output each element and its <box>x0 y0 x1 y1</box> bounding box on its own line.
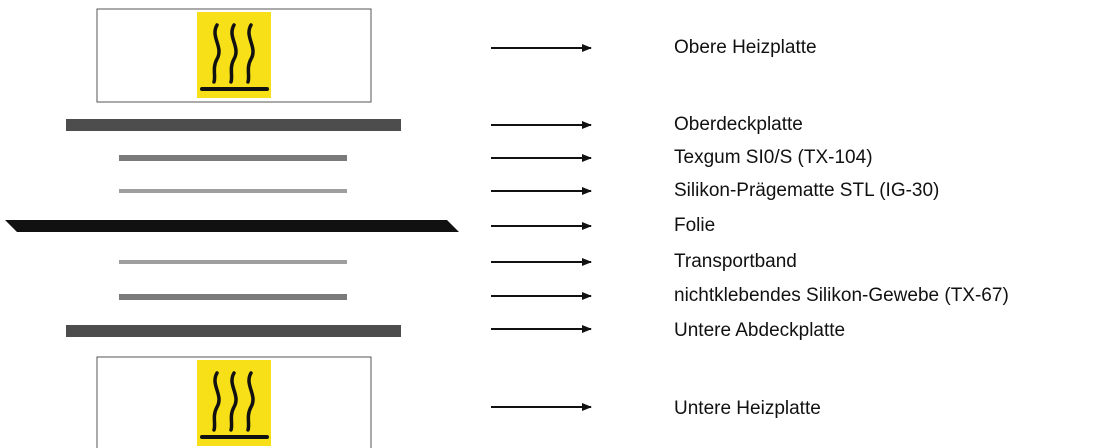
lower-heating-plate <box>96 356 372 448</box>
hot-surface-warning-icon <box>197 12 271 98</box>
label-oberdeckplatte: Oberdeckplatte <box>674 114 803 135</box>
label-folie: Folie <box>674 215 716 236</box>
texgum-bar <box>119 155 347 161</box>
silikon-praegematte-bar <box>119 189 347 193</box>
label-silikon-gewebe: nichtklebendes Silikon-Gewebe (TX-67) <box>674 285 1009 306</box>
oberdeckplatte-bar <box>66 119 401 131</box>
label-silikon-praegematte: Silikon-Prägematte STL (IG-30) <box>674 180 940 201</box>
label-transportband: Transportband <box>674 251 797 272</box>
label-obere-heizplatte: Obere Heizplatte <box>674 37 817 58</box>
hot-surface-warning-icon <box>197 360 271 446</box>
transportband-bar <box>119 260 347 264</box>
folie-bar <box>5 220 459 232</box>
label-untere-heizplatte: Untere Heizplatte <box>674 398 821 419</box>
label-texgum: Texgum SI0/S (TX-104) <box>674 147 873 168</box>
label-untere-abdeckplatte: Untere Abdeckplatte <box>674 320 846 341</box>
untere-abdeckplatte-bar <box>66 325 401 337</box>
upper-heating-plate <box>96 8 372 103</box>
silikon-gewebe-bar <box>119 294 347 300</box>
